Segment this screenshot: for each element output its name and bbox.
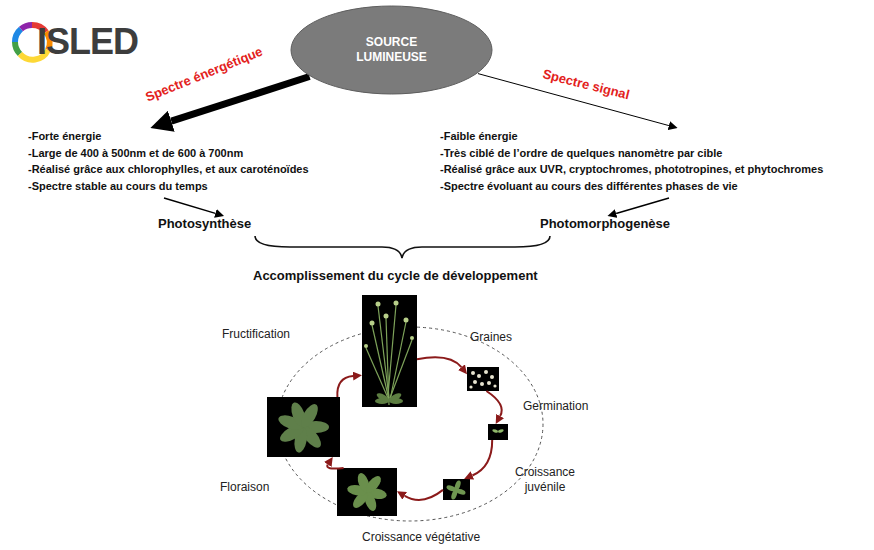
stem (378, 306, 389, 398)
cycle-arrow (337, 376, 353, 397)
spectrum-description: -Faible énergie-Très ciblé de l’ordre de… (440, 128, 872, 198)
seed (493, 384, 496, 387)
brace (255, 236, 550, 258)
bullet-line: -Très ciblé de l’ordre de quelques nanom… (440, 145, 872, 162)
stage-label: Croissance végétative (362, 530, 480, 544)
edge-label: Spectre énergétique (143, 44, 265, 105)
stem (366, 348, 388, 398)
stage-label: Graines (470, 330, 512, 344)
flower (376, 302, 381, 307)
seed (480, 382, 484, 386)
rosette (346, 471, 387, 512)
title-text: Photosynthèse (158, 216, 268, 231)
photo-frame (337, 468, 397, 516)
bullet-line: -Spectre évoluant au cours des différent… (440, 178, 872, 195)
light-source-ellipse: SOURCE LUMINEUSE (290, 5, 493, 95)
flower (394, 301, 399, 306)
bullet-line: -Réalisé grâce aux chlorophylles, et aux… (28, 161, 368, 178)
plant-stems (366, 305, 412, 405)
stage-photo: Croissance végétative (337, 468, 397, 516)
seed (484, 370, 488, 374)
seed (490, 375, 494, 379)
seed (473, 380, 477, 384)
photo-frame (443, 479, 470, 500)
edge-label: Spectre signal (541, 66, 631, 102)
stage-label: Germination (523, 399, 588, 413)
bullet-line: -Réalisé grâce aux UVR, cryptochromes, p… (440, 161, 872, 178)
seed (487, 381, 491, 385)
rosette (375, 391, 403, 404)
seed (471, 371, 475, 375)
spectrum-description: -Forte énergie-Large de 400 à 500nm et d… (28, 128, 368, 198)
stem (388, 305, 396, 395)
bullet-line: -Large de 400 à 500nm et de 600 à 700nm (28, 145, 368, 162)
bullet-line: -Faible énergie (440, 128, 872, 145)
ellipse-shape (291, 6, 492, 94)
logo-text: ISLED (37, 21, 138, 63)
ring-segment (21, 25, 32, 29)
cycle-arrow (327, 465, 343, 469)
node-label: SOURCE LUMINEUSE (344, 35, 439, 65)
process-title: Photosynthèse (158, 216, 268, 236)
cycle-arrow (405, 490, 443, 500)
seed (477, 374, 481, 378)
stage-photo: Germination (488, 424, 508, 440)
stage-photo: Floraison (267, 397, 340, 457)
stage-photo: Graines (467, 367, 499, 391)
cycle-arrow (486, 391, 501, 416)
photo-frame (362, 295, 417, 407)
leaf (363, 473, 384, 495)
flower (384, 314, 389, 319)
seedling (492, 429, 504, 434)
stage-label: Fructification (222, 327, 290, 341)
seed (469, 385, 472, 388)
rosette (277, 401, 329, 454)
stage-photo: Fructification (362, 295, 417, 407)
leaf (454, 480, 462, 491)
flower (364, 344, 368, 348)
photo-frame (488, 424, 508, 440)
leaf (388, 391, 403, 403)
title-text: Photomorphogenèse (540, 216, 690, 231)
bullet-line: -Spectre stable au cours du temps (28, 178, 368, 195)
photo-frame (467, 367, 499, 391)
leaf (497, 429, 504, 434)
rosette (446, 480, 467, 501)
leaf (298, 401, 321, 430)
flower (404, 318, 409, 323)
leaf (492, 429, 499, 434)
spectrum-arrow (616, 198, 669, 214)
bullet-line: -Forte énergie (28, 128, 368, 145)
leaf (375, 391, 390, 403)
plant-flowers (364, 301, 414, 349)
stem (372, 325, 389, 400)
ring-segment (15, 42, 20, 54)
stage-photo: Croissance juvénile (443, 479, 470, 500)
photo-frame (267, 397, 340, 457)
process-title: Photomorphogenèse (540, 216, 690, 236)
cycle-arrow (417, 357, 461, 367)
stage-label: Croissance juvénile (505, 465, 585, 495)
flower (410, 336, 414, 340)
cycle-title: Accomplissement du cycle de développemen… (253, 268, 538, 283)
stem (390, 340, 412, 398)
ring-segment (15, 29, 21, 42)
spectrum-arrow (164, 198, 215, 213)
flower (370, 321, 375, 326)
seeds (469, 370, 496, 389)
stage-label: Floraison (220, 480, 269, 494)
cycle-arrow (472, 440, 492, 476)
